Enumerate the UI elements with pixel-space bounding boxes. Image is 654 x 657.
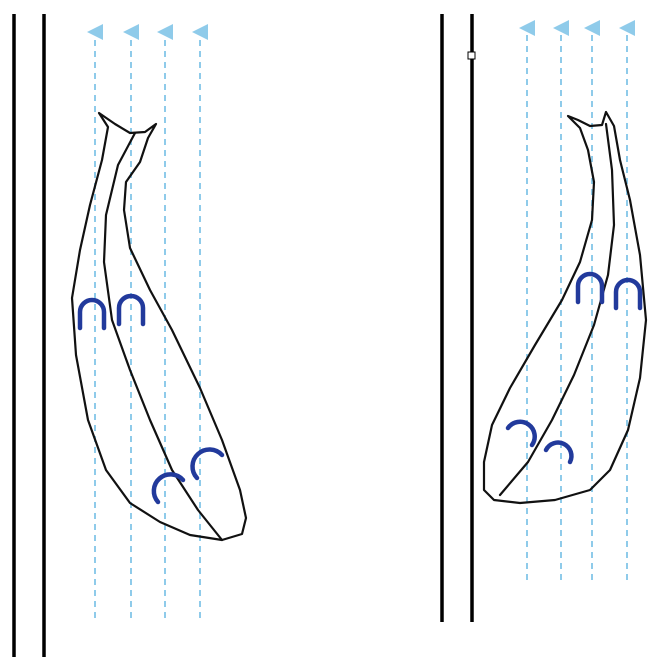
hoof-icon [193,450,222,478]
left-panel [14,14,246,657]
horse-body-outline [72,113,246,540]
right-panel [442,14,646,622]
selection-handle[interactable] [468,52,475,59]
hoof-icon [546,443,571,462]
horse-spine-line [104,133,222,540]
hoof-icon [578,274,602,302]
left-horse-icon [72,113,246,540]
hoof-icon [508,422,535,445]
hoof-icon [80,300,104,328]
hoof-icon [154,474,183,502]
